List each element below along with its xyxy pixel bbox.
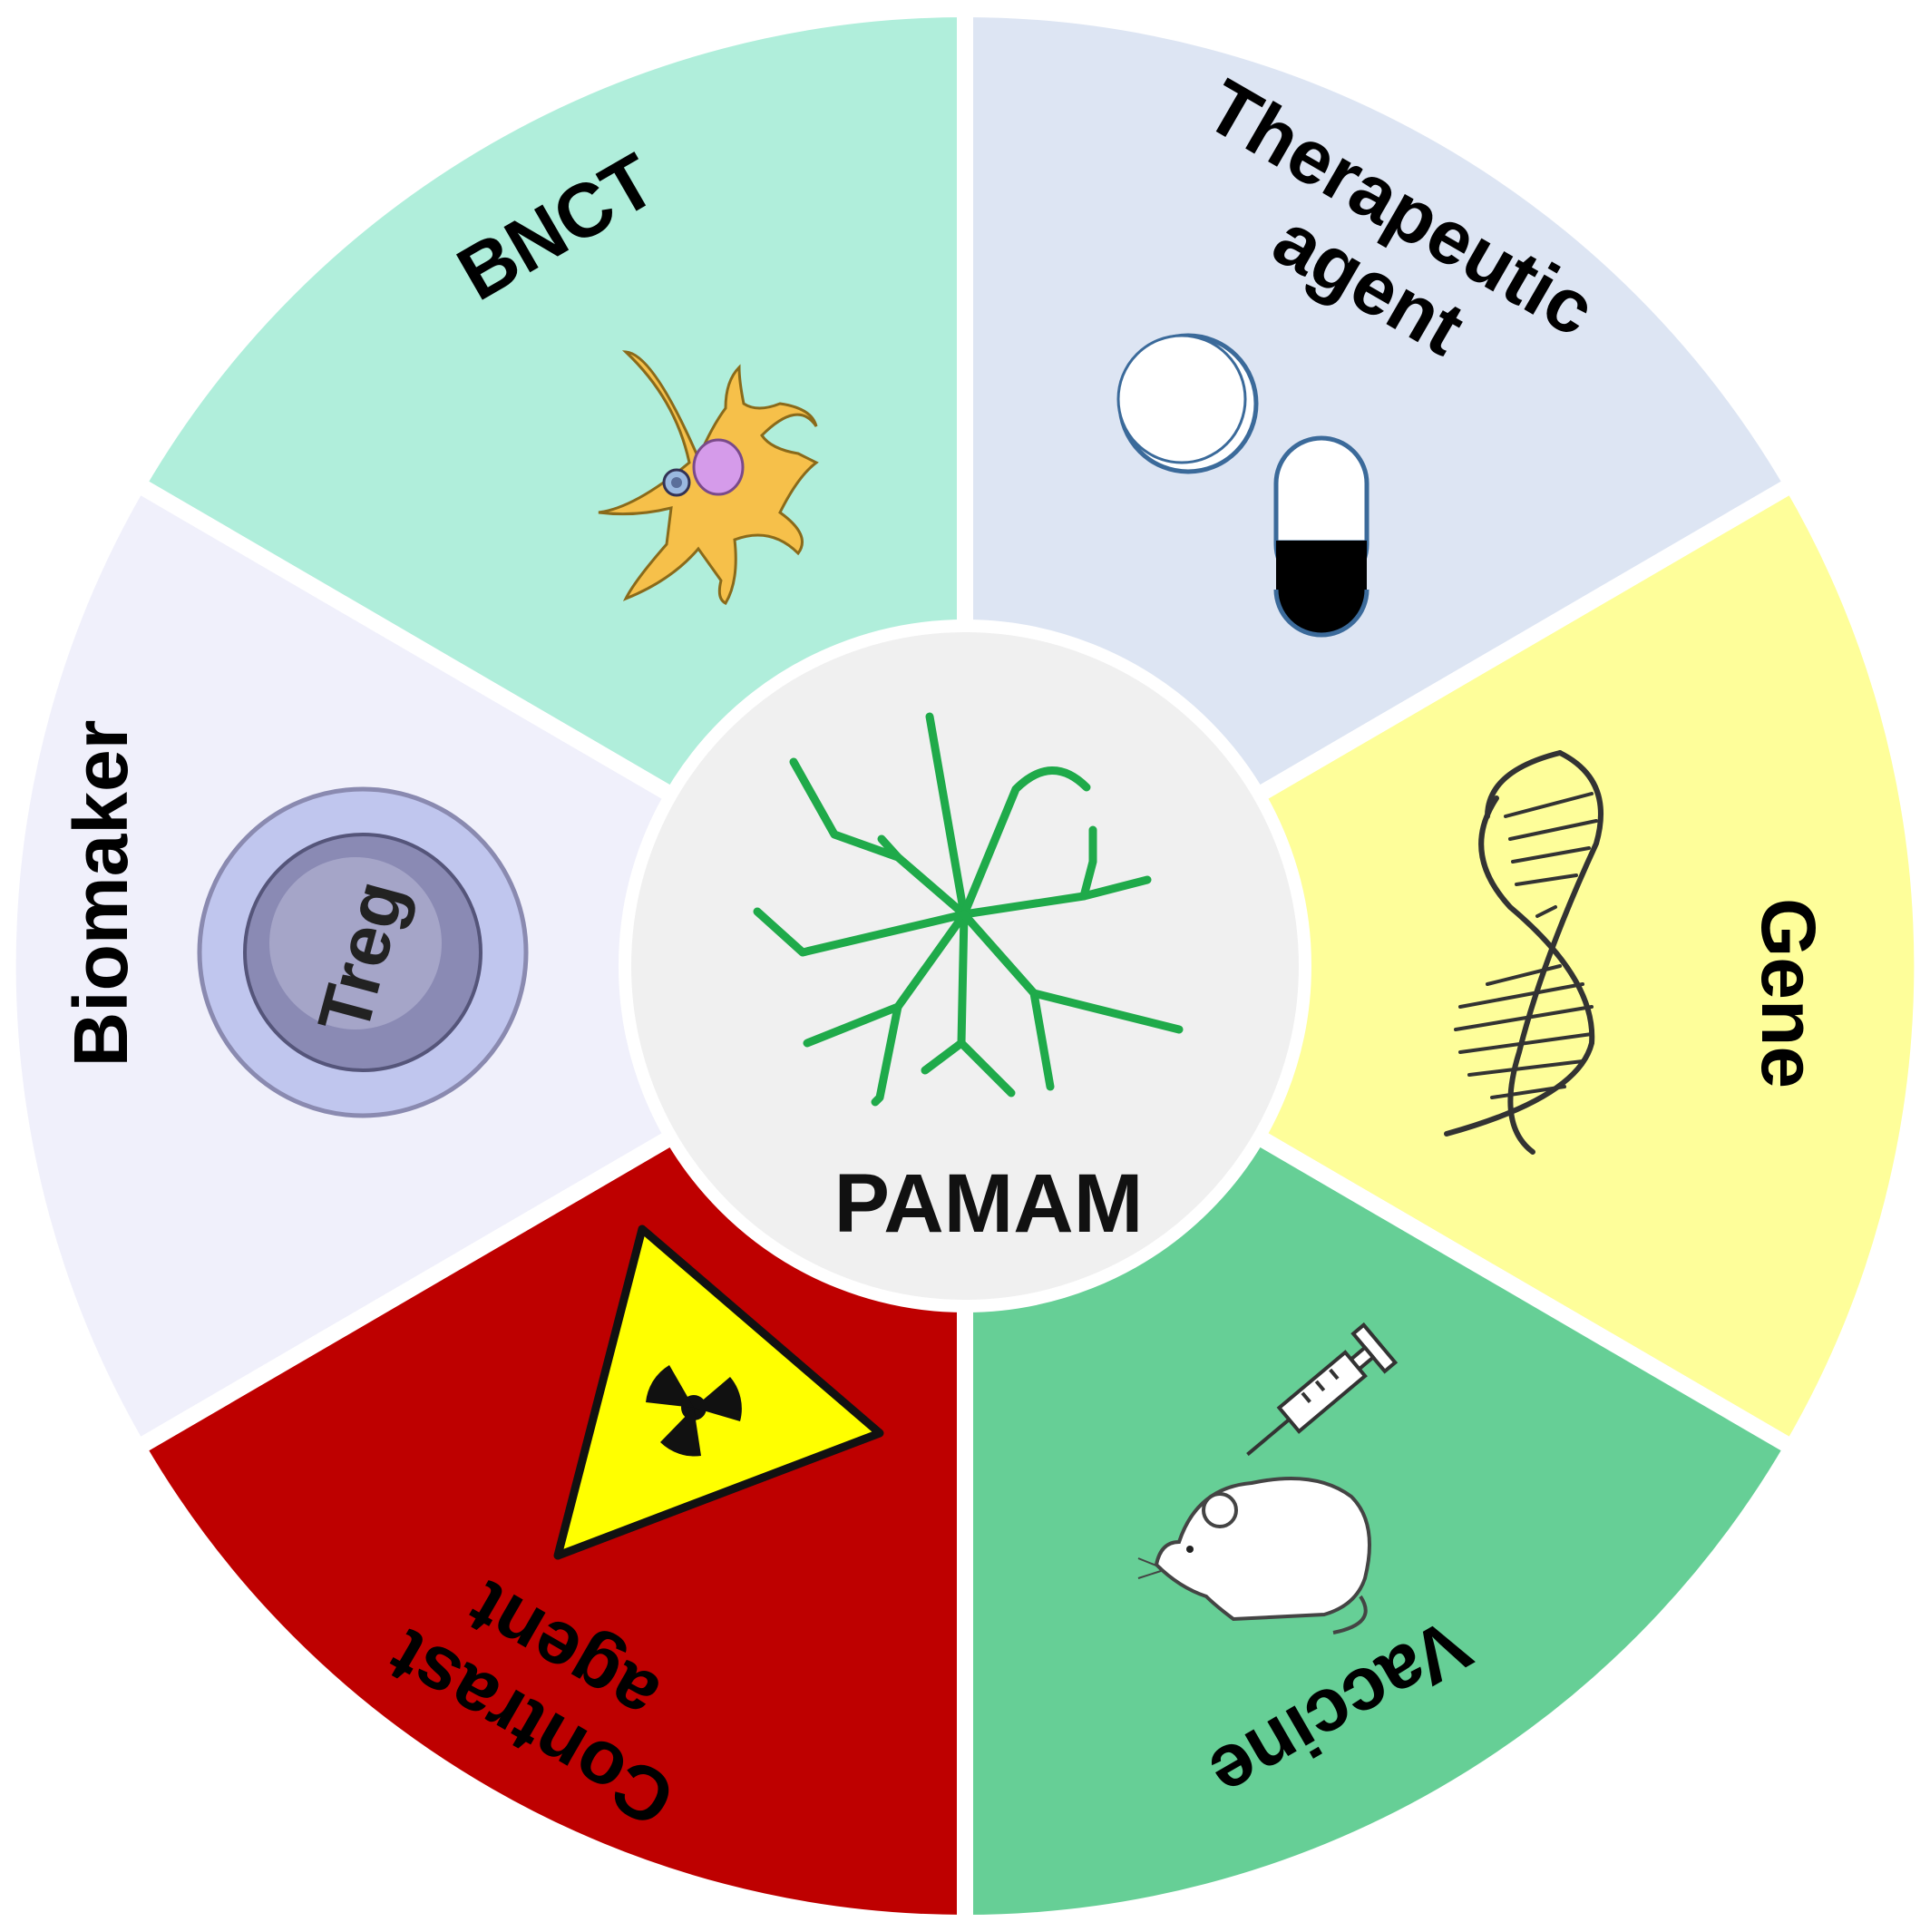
treg-cell-icon: Treg <box>197 786 529 1118</box>
dendritic-cell-icon <box>598 350 819 605</box>
dendrimer-icon <box>753 712 1184 1107</box>
label-biomaker: Biomaker <box>58 720 143 1068</box>
pill-capsule-icon <box>1116 333 1370 638</box>
syringe-mouse-icon <box>1137 1322 1399 1634</box>
dna-icon <box>1444 750 1603 1155</box>
radiation-warning-icon <box>553 1225 884 1560</box>
segment-gene <box>949 473 1930 1459</box>
label-gene: Gene <box>1746 898 1831 1088</box>
center-label: PAMAM <box>834 1157 1144 1250</box>
